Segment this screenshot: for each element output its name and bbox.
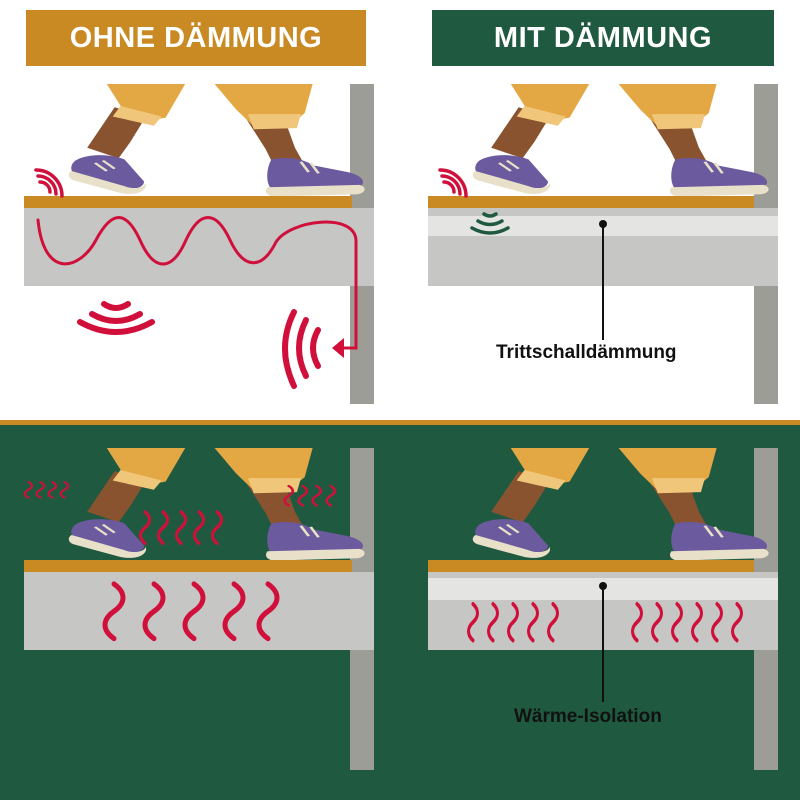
panel-sound-without-insulation [24,82,374,404]
concrete-slab [24,572,374,650]
floor-covering [428,560,754,572]
panel-sound-with-insulation [428,82,778,404]
sound-transmission-path [36,216,358,350]
callout-dot [599,582,607,590]
floor-covering [428,196,754,208]
banner-with-insulation: MIT DÄMMUNG [432,10,774,66]
dampened-sound-wave-icon [470,212,510,235]
divider [0,420,800,425]
sound-wave-icon [77,301,155,335]
panel-heat-without-insulation [23,446,374,770]
sound-wave-icon [438,168,468,198]
label-impact-sound-insulation: Trittschalldämmung [496,342,677,363]
banner-without-insulation: OHNE DÄMMUNG [26,10,366,66]
walking-legs-icon [67,82,367,198]
sound-wave-icon [34,168,64,198]
panel-heat-with-insulation [428,446,778,770]
floor-covering [24,196,352,208]
sound-wave-icon [282,309,321,389]
walking-legs-icon [471,82,771,198]
floor-covering [24,560,352,572]
arrow-head-icon [332,338,344,358]
label-thermal-insulation: Wärme-Isolation [514,706,662,727]
callout-dot [599,220,607,228]
